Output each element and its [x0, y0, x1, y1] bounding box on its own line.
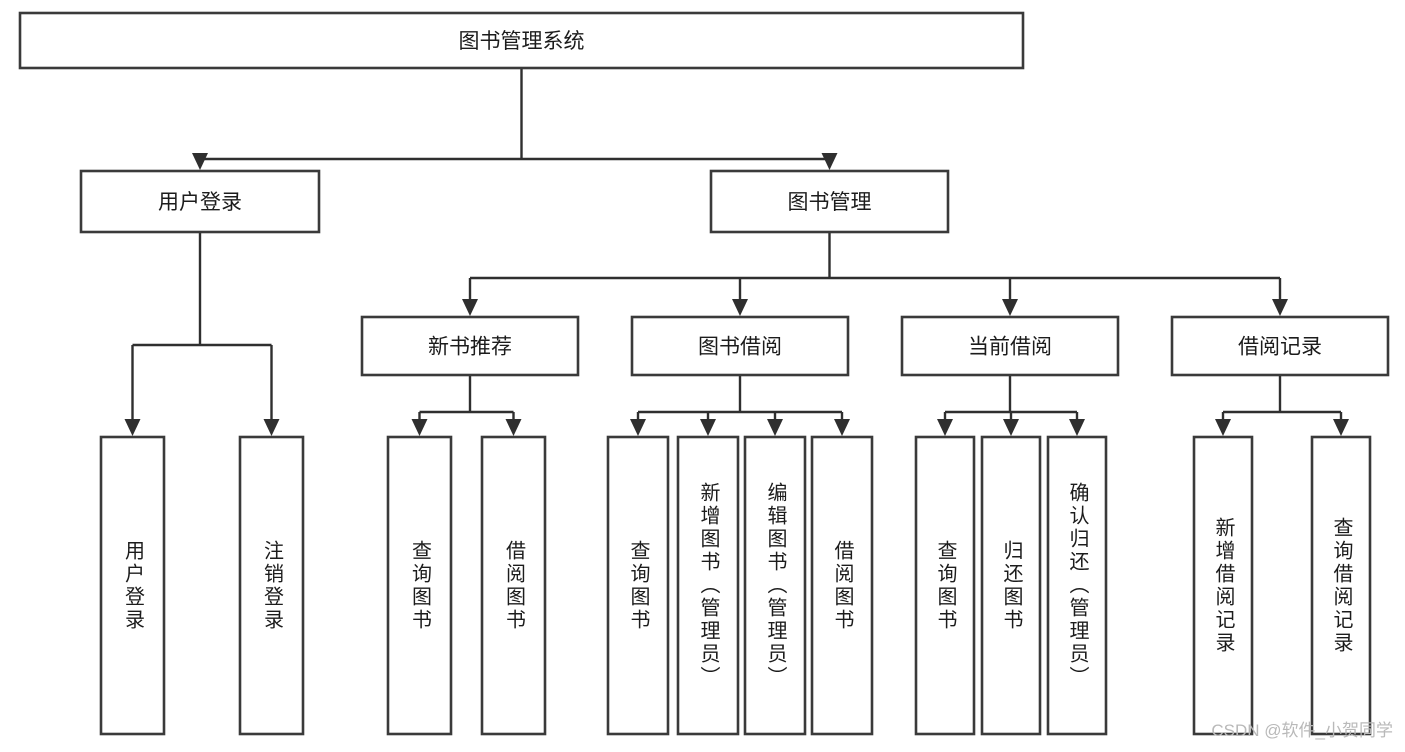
node-leaf-confirm-return-admin[interactable]: 确认归还（管理员）: [1046, 435, 1108, 736]
connector-arrowhead: [1002, 299, 1018, 316]
node-box[interactable]: [606, 435, 670, 736]
node-label: 确认归还（管理员）: [1066, 482, 1088, 689]
connector-arrowhead: [732, 299, 748, 316]
node-user-login[interactable]: 用户登录: [79, 169, 321, 234]
node-box[interactable]: [480, 435, 547, 736]
node-label: 图书借阅: [698, 336, 782, 359]
connector-arrowhead: [1069, 419, 1085, 436]
connector-arrowhead: [630, 419, 646, 436]
connector-arrowhead: [937, 419, 953, 436]
node-label: 用户登录: [158, 191, 242, 214]
connector-arrowhead: [1215, 419, 1231, 436]
node-label-wrapper: 编辑图书（管理员）: [764, 482, 786, 689]
node-label: 借阅图书: [831, 539, 853, 632]
connector-layer: [124, 68, 1349, 436]
node-leaf-query-borrow-record[interactable]: 查询借阅记录: [1310, 435, 1372, 736]
node-label: 图书管理: [788, 191, 872, 214]
node-label: 编辑图书（管理员）: [764, 482, 786, 689]
connector-arrowhead: [505, 419, 522, 436]
node-label-wrapper: 归还图书: [1000, 539, 1022, 632]
node-box[interactable]: [743, 435, 807, 736]
node-label: 当前借阅: [968, 336, 1052, 359]
connector-arrowhead: [192, 153, 208, 170]
node-label-wrapper: 注销登录: [260, 539, 283, 632]
node-leaf-add-book-admin[interactable]: 新增图书（管理员）: [676, 435, 740, 736]
node-current-borrow[interactable]: 当前借阅: [900, 315, 1120, 377]
node-leaf-query-book-recommend[interactable]: 查询图书: [386, 435, 453, 736]
node-label: 查询图书: [627, 539, 649, 632]
connector-arrowhead: [263, 419, 280, 436]
node-label: 查询图书: [408, 539, 431, 632]
node-label-wrapper: 借阅图书: [502, 539, 525, 632]
node-label-wrapper: 查询图书: [627, 539, 649, 632]
node-label-wrapper: 查询图书: [934, 539, 956, 632]
node-book-borrow[interactable]: 图书借阅: [630, 315, 850, 377]
node-label: 新书推荐: [428, 336, 512, 359]
node-label-wrapper: 借阅图书: [831, 539, 853, 632]
node-label-wrapper: 确认归还（管理员）: [1066, 482, 1088, 689]
node-label: 新增借阅记录: [1212, 516, 1234, 655]
node-box[interactable]: [99, 435, 166, 736]
node-layer: 图书管理系统用户登录图书管理新书推荐图书借阅当前借阅借阅记录用户登录注销登录查询…: [18, 11, 1390, 736]
node-leaf-query-book-borrow[interactable]: 查询图书: [606, 435, 670, 736]
node-label-wrapper: 新增图书（管理员）: [697, 482, 719, 689]
node-box[interactable]: [810, 435, 874, 736]
node-label: 归还图书: [1000, 539, 1022, 632]
node-label: 借阅图书: [502, 539, 525, 632]
node-box[interactable]: [360, 315, 580, 377]
node-box[interactable]: [386, 435, 453, 736]
node-book-manage[interactable]: 图书管理: [709, 169, 950, 234]
connector-arrowhead: [1272, 299, 1288, 316]
node-box[interactable]: [1192, 435, 1254, 736]
node-label: 借阅记录: [1238, 336, 1322, 359]
node-box[interactable]: [900, 315, 1120, 377]
node-box[interactable]: [79, 169, 321, 234]
node-box[interactable]: [980, 435, 1042, 736]
node-box[interactable]: [238, 435, 305, 736]
node-leaf-user-logout[interactable]: 注销登录: [238, 435, 305, 736]
connector-arrowhead: [700, 419, 716, 436]
connector-arrowhead: [462, 299, 478, 316]
node-box[interactable]: [1170, 315, 1390, 377]
node-borrow-record[interactable]: 借阅记录: [1170, 315, 1390, 377]
node-label-wrapper: 查询借阅记录: [1330, 516, 1352, 655]
node-leaf-borrow-book-recommend[interactable]: 借阅图书: [480, 435, 547, 736]
node-label-wrapper: 用户登录: [121, 539, 144, 632]
node-leaf-query-book-current[interactable]: 查询图书: [914, 435, 976, 736]
node-leaf-user-login[interactable]: 用户登录: [99, 435, 166, 736]
node-new-book-recommend[interactable]: 新书推荐: [360, 315, 580, 377]
connector-arrowhead: [1003, 419, 1019, 436]
connector-arrowhead: [821, 153, 838, 170]
node-leaf-borrow-book[interactable]: 借阅图书: [810, 435, 874, 736]
node-label: 图书管理系统: [459, 30, 585, 53]
node-box[interactable]: [18, 11, 1025, 70]
node-label: 用户登录: [121, 539, 144, 632]
node-label-wrapper: 查询图书: [408, 539, 431, 632]
node-label: 新增图书（管理员）: [697, 482, 719, 689]
node-box[interactable]: [630, 315, 850, 377]
node-leaf-edit-book-admin[interactable]: 编辑图书（管理员）: [743, 435, 807, 736]
node-box[interactable]: [676, 435, 740, 736]
connector-arrowhead: [1333, 419, 1349, 436]
node-leaf-add-borrow-record[interactable]: 新增借阅记录: [1192, 435, 1254, 736]
node-root[interactable]: 图书管理系统: [18, 11, 1025, 70]
connector-arrowhead: [767, 419, 783, 436]
node-label: 查询图书: [934, 539, 956, 632]
node-leaf-return-book[interactable]: 归还图书: [980, 435, 1042, 736]
node-box[interactable]: [914, 435, 976, 736]
connector-arrowhead: [834, 419, 850, 436]
node-box[interactable]: [1310, 435, 1372, 736]
node-label: 注销登录: [260, 539, 283, 632]
connector-arrowhead: [124, 419, 141, 436]
node-label-wrapper: 新增借阅记录: [1212, 516, 1234, 655]
node-label: 查询借阅记录: [1330, 516, 1352, 655]
node-box[interactable]: [709, 169, 950, 234]
connector-arrowhead: [411, 419, 428, 436]
node-box[interactable]: [1046, 435, 1108, 736]
